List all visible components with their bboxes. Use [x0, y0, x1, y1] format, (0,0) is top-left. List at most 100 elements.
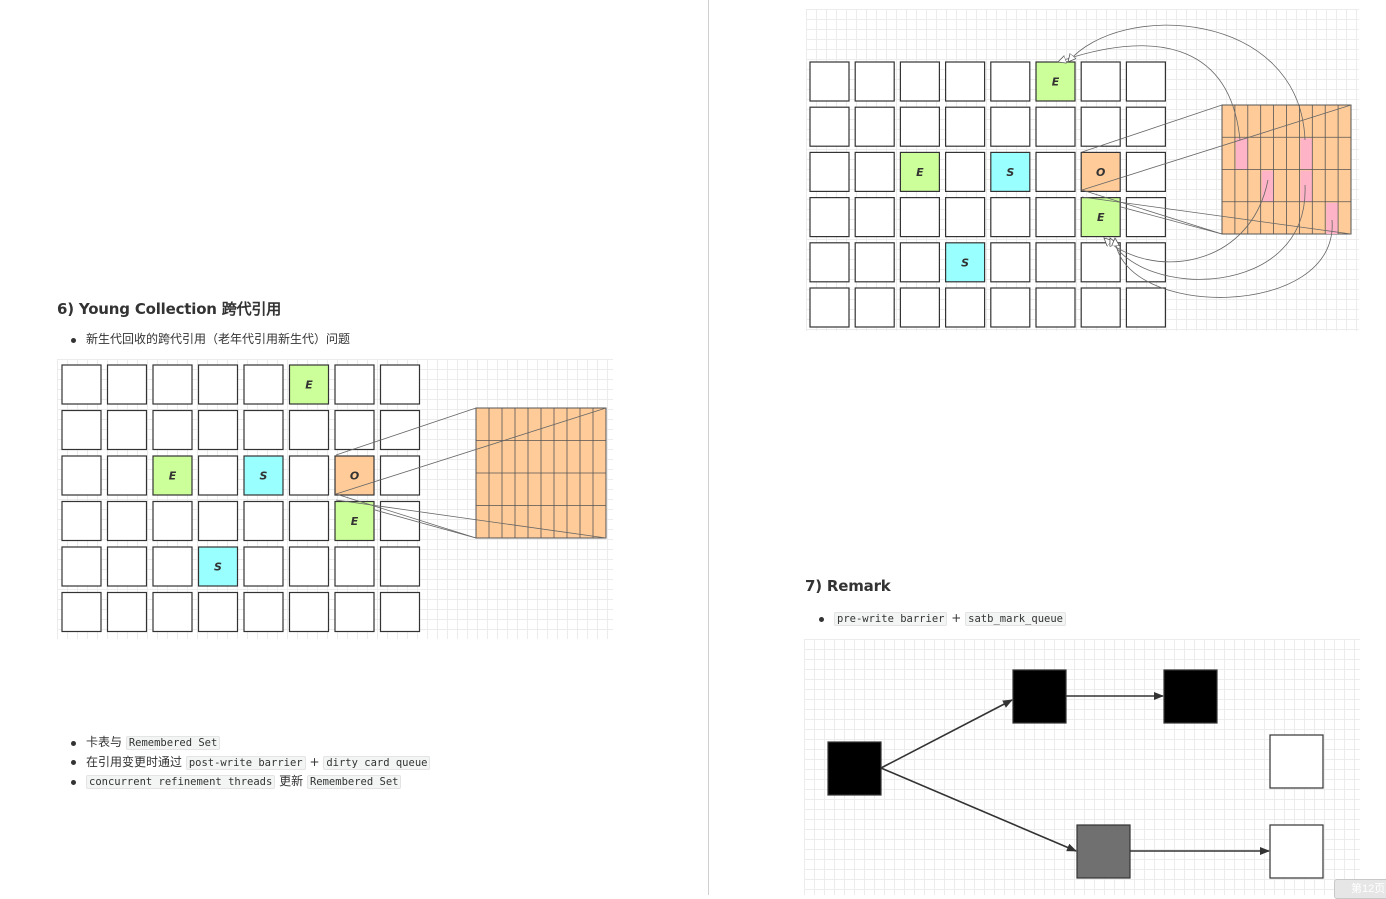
dirty-card: [1326, 202, 1339, 234]
remembered-set-bullets: 卡表与 Remembered Set 在引用变更时通过 post-write b…: [68, 733, 431, 792]
region-free: [61, 591, 102, 633]
region-free: [1080, 287, 1121, 328]
region-label: S: [961, 256, 969, 269]
region-free: [197, 409, 239, 451]
region-free: [61, 500, 102, 542]
region-s: [243, 455, 284, 496]
region-free: [197, 591, 239, 633]
region-free: [379, 455, 421, 496]
region-free: [944, 287, 986, 328]
region-free: [288, 409, 330, 451]
region-free: [243, 409, 284, 451]
bullet-text: 更新: [275, 774, 307, 788]
object-node-unmarked: [1269, 824, 1324, 879]
region-free: [1035, 197, 1076, 238]
region-free: [1080, 242, 1121, 283]
region-free: [152, 546, 193, 587]
region-free: [899, 242, 941, 283]
region-free: [288, 546, 330, 587]
object-node-processing: [1076, 824, 1131, 879]
region-e: [152, 455, 193, 496]
region-free: [1035, 106, 1076, 147]
region-free: [1125, 106, 1167, 147]
region-free: [243, 500, 284, 542]
region-free: [106, 455, 148, 496]
region-free: [152, 591, 193, 633]
region-free: [61, 409, 102, 451]
region-free: [1080, 61, 1121, 102]
region-free: [854, 151, 895, 192]
region-free: [809, 61, 850, 102]
region-free: [152, 364, 193, 405]
region-free: [197, 500, 239, 542]
region-free: [106, 500, 148, 542]
region-label: O: [1096, 166, 1105, 179]
region-free: [854, 197, 895, 238]
region-free: [809, 197, 850, 238]
region-free: [809, 287, 850, 328]
region-label: E: [1052, 76, 1060, 89]
region-s: [990, 151, 1031, 192]
object-node-unmarked: [1269, 734, 1324, 789]
intro-bullet: 新生代回收的跨代引用（老年代引用新生代）问题: [68, 330, 350, 350]
code-post-write-barrier: post-write barrier: [185, 755, 306, 770]
region-e: [288, 364, 330, 405]
region-s: [197, 546, 239, 587]
region-free: [243, 364, 284, 405]
region-free: [243, 591, 284, 633]
region-e: [334, 500, 375, 542]
card-table: [475, 407, 607, 539]
region-free: [1035, 151, 1076, 192]
region-e: [1080, 197, 1121, 238]
bullet-text: 在引用变更时通过: [86, 754, 186, 769]
region-free: [379, 409, 421, 451]
region-free: [334, 409, 375, 451]
region-free: [106, 546, 148, 587]
region-free: [990, 61, 1031, 102]
region-free: [152, 409, 193, 451]
remark-bullet-list: pre-write barrier + satb_mark_queue: [816, 609, 1066, 629]
region-free: [944, 151, 986, 192]
region-label: E: [351, 515, 359, 528]
bullet-refinement-threads: concurrent refinement threads 更新 Remembe…: [68, 772, 430, 792]
region-e: [899, 151, 941, 192]
region-label: S: [214, 561, 222, 574]
region-free: [288, 500, 330, 542]
reference-arrow: [880, 767, 1077, 852]
region-free: [243, 546, 284, 587]
region-free: [288, 455, 330, 496]
bullet-text: 卡表与: [86, 735, 126, 749]
code-remembered-set: Remembered Set: [125, 736, 221, 750]
region-label: E: [916, 166, 924, 179]
region-free: [990, 106, 1031, 147]
object-node-marked: [1163, 669, 1218, 724]
intro-bullet-list: 新生代回收的跨代引用（老年代引用新生代）问题: [68, 330, 350, 350]
region-s: [944, 242, 986, 283]
region-free: [61, 364, 102, 405]
bullet-card-table: 卡表与 Remembered Set: [68, 733, 430, 753]
region-e: [1035, 61, 1076, 102]
region-free: [1125, 61, 1167, 102]
region-label: E: [305, 379, 313, 392]
region-free: [944, 197, 986, 238]
region-free: [990, 287, 1031, 328]
region-free: [334, 591, 375, 633]
object-node-marked: [1012, 669, 1067, 724]
region-free: [854, 61, 895, 102]
region-label: S: [1006, 166, 1014, 179]
region-free: [334, 546, 375, 587]
region-free: [854, 106, 895, 147]
region-free: [990, 197, 1031, 238]
region-free: [1125, 151, 1167, 192]
code-dirty-card-queue: dirty card queue: [323, 755, 431, 770]
reference-arrow: [880, 699, 1013, 769]
region-free: [854, 287, 895, 328]
section-title-remark: 7) Remark: [805, 577, 891, 595]
region-free: [944, 61, 986, 102]
region-free: [809, 242, 850, 283]
object-node-marked: [827, 741, 882, 796]
dirty-card: [1300, 170, 1313, 202]
code-concurrent-refinement-threads: concurrent refinement threads: [86, 775, 276, 789]
